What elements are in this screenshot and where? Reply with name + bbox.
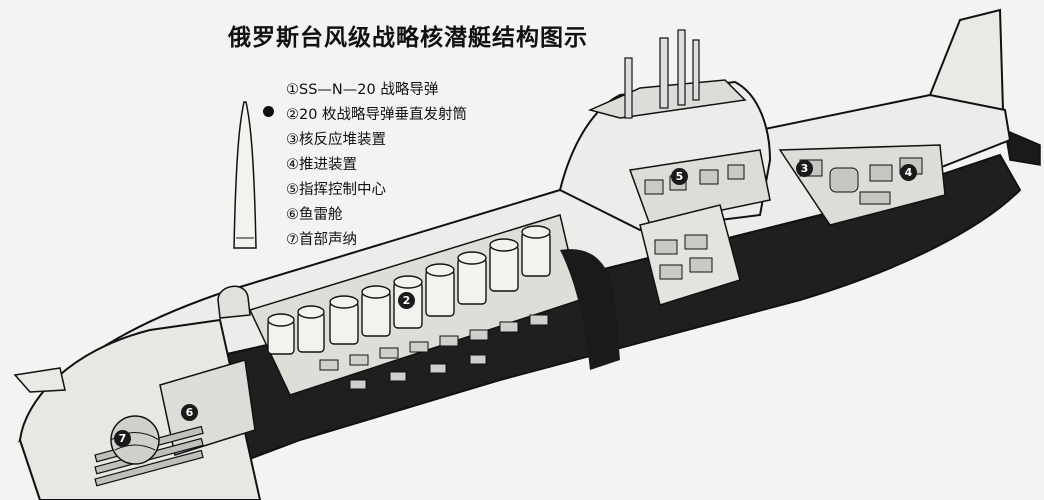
deck-machinery	[319, 314, 549, 390]
escape-capsule	[217, 285, 251, 319]
callout-2: 2	[398, 292, 415, 309]
legend-item-6: ⑥鱼雷舱	[286, 207, 343, 223]
legend-item-2: ②20 枚战略导弹垂直发射筒	[286, 107, 468, 123]
control-equipment	[644, 164, 745, 280]
legend-item-3: ③核反应堆装置	[286, 132, 386, 148]
central-hull-band	[560, 249, 620, 370]
missile-tubes	[267, 225, 551, 355]
legend-item-7: ⑦首部声纳	[286, 232, 357, 248]
mast-4	[692, 39, 700, 101]
mast-3	[677, 29, 686, 106]
callout-5: 5	[671, 168, 688, 185]
legend-item-1: ①SS—N—20 战略导弹	[286, 82, 439, 98]
propeller	[1004, 128, 1041, 166]
missile-illustration	[233, 101, 257, 249]
legend-item-4: ④推进装置	[286, 157, 357, 173]
callout-4: 4	[900, 164, 917, 181]
missile-marker	[263, 106, 274, 117]
diagram-title: 俄罗斯台风级战略核潜艇结构图示	[228, 25, 588, 51]
bow-plane	[13, 367, 66, 393]
mast-2	[659, 37, 669, 109]
mast-1	[624, 57, 633, 119]
legend: ①SS—N—20 战略导弹 ②20 枚战略导弹垂直发射筒 ③核反应堆装置 ④推进…	[286, 78, 467, 253]
legend-item-5: ⑤指挥控制中心	[286, 182, 386, 198]
callout-6: 6	[181, 404, 198, 421]
callout-7: 7	[114, 430, 131, 447]
callout-3: 3	[796, 160, 813, 177]
rudder	[928, 8, 1005, 112]
equipment-bay-cutaway	[639, 204, 741, 306]
